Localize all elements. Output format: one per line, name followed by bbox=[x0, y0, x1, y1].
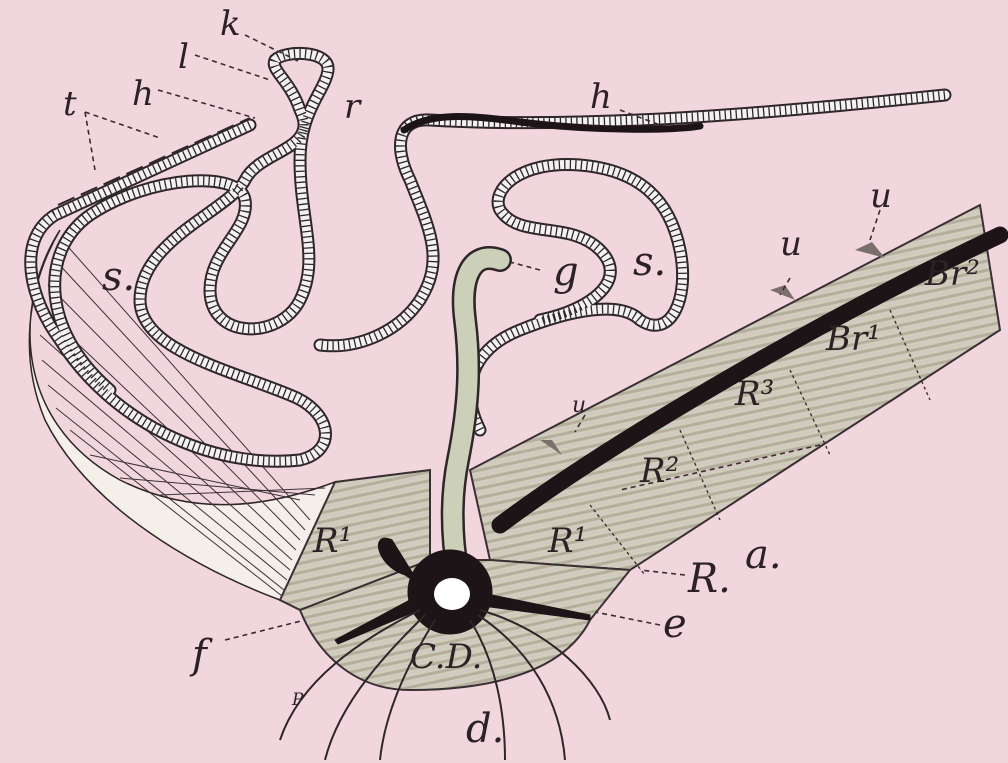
label-cd: C.D. bbox=[410, 637, 482, 677]
label-u-lower: u bbox=[572, 393, 586, 418]
label-s-right: s. bbox=[633, 239, 666, 285]
label-f: f bbox=[189, 632, 213, 678]
label-r3: R³ bbox=[734, 374, 774, 414]
label-s-left: s. bbox=[102, 254, 135, 300]
label-a: a. bbox=[745, 532, 782, 578]
label-r: r bbox=[344, 87, 362, 127]
label-r2: R² bbox=[639, 451, 679, 491]
label-br1: Br¹ bbox=[825, 319, 881, 359]
label-br2: Br² bbox=[924, 254, 980, 294]
label-d: d. bbox=[466, 706, 504, 752]
label-R: R. bbox=[687, 556, 731, 602]
label-e: e bbox=[663, 601, 687, 647]
muscle-fan bbox=[29, 230, 335, 600]
label-u-upper-right: u bbox=[870, 176, 892, 216]
label-h-right: h bbox=[590, 77, 612, 117]
label-r1-left: R¹ bbox=[312, 521, 352, 561]
label-u-upper-left: u bbox=[780, 224, 802, 264]
label-l: l bbox=[178, 37, 189, 77]
label-p: P bbox=[291, 690, 304, 710]
label-r1-right: R¹ bbox=[547, 521, 587, 561]
label-h-top: h bbox=[132, 74, 154, 114]
label-g: g bbox=[553, 249, 579, 295]
label-k: k bbox=[220, 4, 241, 44]
label-t: t bbox=[63, 84, 77, 124]
